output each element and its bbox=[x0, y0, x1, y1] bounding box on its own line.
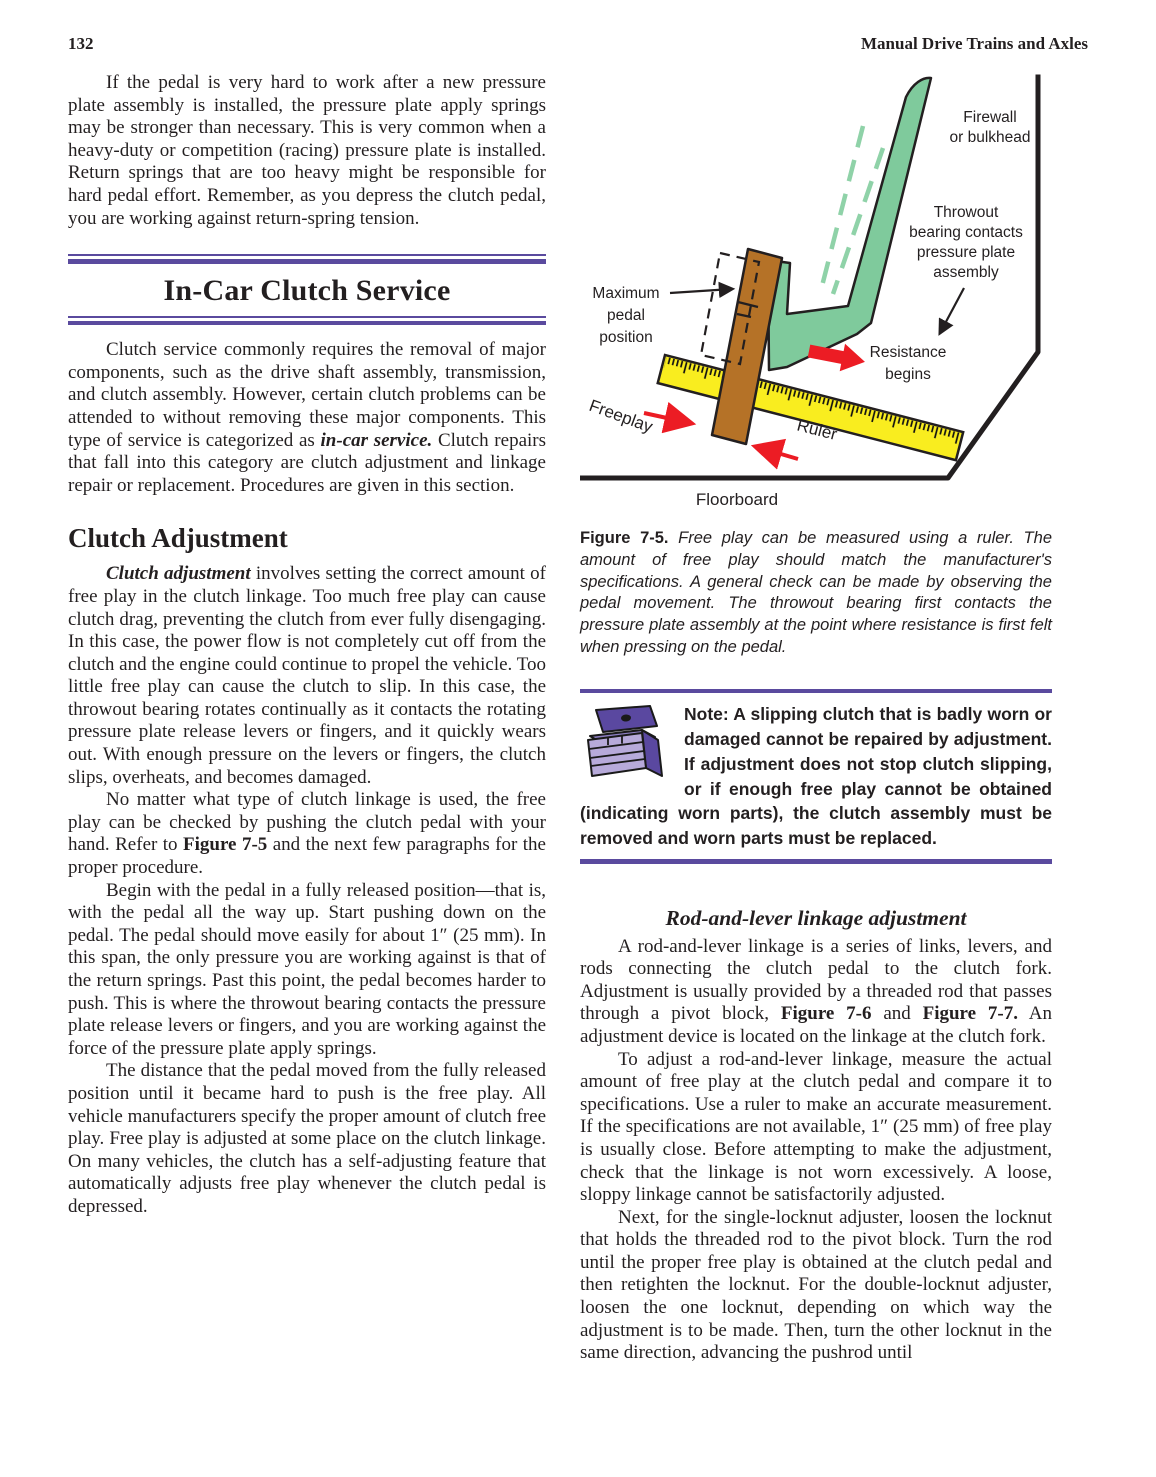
maximum-pedal-arrow bbox=[669, 281, 736, 299]
label-freeplay: Freeplay bbox=[587, 396, 656, 437]
intro-paragraph: If the pedal is very hard to work after … bbox=[68, 72, 546, 229]
released-position-dashes bbox=[818, 125, 886, 295]
label-maximum-pedal: Maximum bbox=[592, 285, 659, 302]
note-text: Note: A slipping clutch that is badly wo… bbox=[580, 704, 1052, 849]
heading-rule-thin-bottom bbox=[68, 315, 546, 318]
pedal-hinge-marks bbox=[736, 300, 759, 319]
throwout-arrow bbox=[938, 287, 965, 336]
section-title: In-Car Clutch Service bbox=[163, 273, 451, 307]
note-rule-bottom bbox=[580, 859, 1052, 864]
resistance-arrow bbox=[807, 343, 865, 372]
heading-rule-thick-bottom bbox=[68, 320, 546, 326]
firewall-floorboard-line bbox=[580, 74, 1041, 481]
paragraph: The distance that the pedal moved from t… bbox=[68, 1060, 546, 1217]
heading-rule-thick-top bbox=[68, 259, 546, 264]
left-column: If the pedal is very hard to work after … bbox=[68, 72, 546, 1219]
label-maximum-pedal: position bbox=[599, 329, 652, 346]
right-column: Firewall or bulkhead Throwout bearing co… bbox=[580, 64, 1052, 1365]
service-paragraph: Clutch service commonly requires the rem… bbox=[68, 339, 546, 496]
paragraph: Begin with the pedal in a fully released… bbox=[68, 879, 546, 1059]
label-maximum-pedal: pedal bbox=[607, 307, 645, 324]
subheading-rod-and-lever: Rod-and-lever linkage adjustment bbox=[665, 905, 967, 930]
section-heading-box: In-Car Clutch Service bbox=[68, 254, 546, 326]
label-throwout: Throwout bbox=[934, 204, 999, 221]
toolbox-icon bbox=[587, 705, 663, 778]
label-throwout: pressure plate bbox=[917, 244, 1015, 261]
subheading-clutch-adjustment: Clutch Adjustment bbox=[68, 523, 288, 554]
paragraph: Next, for the single-locknut adjuster, l… bbox=[580, 1206, 1052, 1364]
label-firewall: or bulkhead bbox=[949, 129, 1030, 146]
label-resistance: begins bbox=[885, 366, 931, 383]
freeplay-arrow-left bbox=[643, 401, 697, 434]
figure-7-5-diagram: Firewall or bulkhead Throwout bearing co… bbox=[580, 74, 1041, 509]
paragraph: Clutch adjustment involves setting the c… bbox=[68, 563, 547, 788]
pedal-arm-shape bbox=[766, 76, 933, 372]
paragraph: To adjust a rod-and-lever linkage, measu… bbox=[580, 1048, 1052, 1206]
page-number: 132 bbox=[68, 34, 94, 53]
running-head: Manual Drive Trains and Axles bbox=[860, 34, 1088, 53]
label-floorboard: Floorboard bbox=[696, 490, 778, 509]
label-throwout: bearing contacts bbox=[909, 224, 1023, 241]
label-throwout: assembly bbox=[933, 264, 999, 281]
note-box: Note: A slipping clutch that is badly wo… bbox=[580, 688, 1052, 864]
heading-rule-thin-top bbox=[68, 254, 546, 257]
pedal-pad-shape bbox=[710, 247, 784, 446]
note-rule-top bbox=[580, 688, 1052, 694]
paragraph: No matter what type of clutch linkage is… bbox=[68, 789, 546, 879]
figure-caption: Figure 7-5. Free play can be measured us… bbox=[580, 529, 1052, 656]
label-firewall: Firewall bbox=[963, 109, 1016, 126]
label-resistance: Resistance bbox=[870, 344, 947, 361]
pedal-dashed-outline bbox=[699, 251, 761, 366]
paragraph: A rod-and-lever linkage is a series of l… bbox=[580, 935, 1052, 1047]
freeplay-arrow-right bbox=[750, 438, 799, 470]
